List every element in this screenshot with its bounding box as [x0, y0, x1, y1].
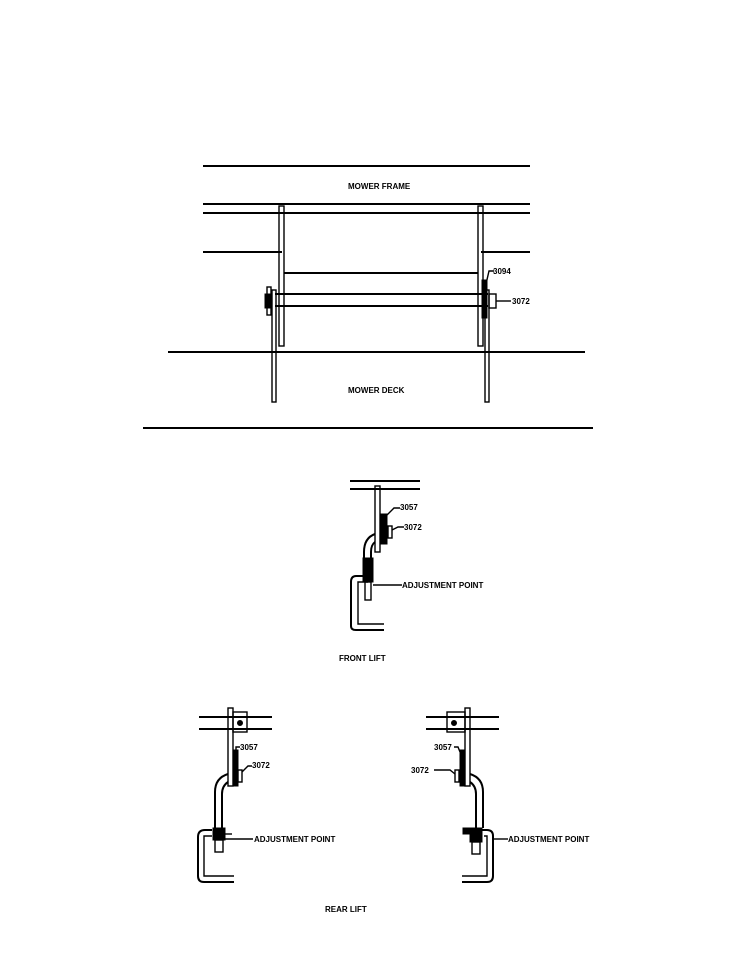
rear-right-spring-3057 [460, 750, 465, 786]
callout-3072-front: 3072 [404, 523, 422, 532]
mower-deck-label: MOWER DECK [348, 386, 405, 395]
mower-frame-label: MOWER FRAME [348, 182, 411, 191]
front-spring-3057 [381, 514, 387, 544]
callout-3072-rear-left: 3072 [252, 761, 270, 770]
front-adjust-thread [363, 558, 373, 582]
rear-lift-right-view: 3057 3072 ADJUSTMENT POINT [411, 708, 589, 882]
front-hook-bracket [351, 576, 384, 630]
rear-left-hook-inner [204, 836, 234, 876]
rear-left-adjust-thread [213, 828, 225, 840]
leader-3072-rear-right [434, 770, 455, 774]
adjustment-point-rear-left: ADJUSTMENT POINT [254, 835, 335, 844]
rear-right-nut-3072 [455, 770, 459, 782]
rear-right-hook-lip [463, 828, 469, 834]
rear-lift-caption: REAR LIFT [325, 905, 367, 914]
right-spring-3094 [482, 280, 487, 318]
front-adjust-bolt [365, 582, 371, 600]
adjustment-point-rear-right: ADJUSTMENT POINT [508, 835, 589, 844]
leader-3072-rear-left [242, 766, 252, 772]
callout-3072-top: 3072 [512, 297, 530, 306]
callout-3072-rear-right: 3072 [411, 766, 429, 775]
rear-right-pivot [452, 721, 457, 726]
right-frame-plate [478, 206, 483, 346]
leader-3072-front [392, 527, 404, 530]
left-frame-plate [279, 206, 284, 346]
adjustment-point-front: ADJUSTMENT POINT [402, 581, 483, 590]
rear-left-plate [228, 708, 233, 786]
callout-3057-rear-right: 3057 [434, 743, 452, 752]
leader-3057-front [386, 508, 400, 516]
left-lift-arm [272, 290, 276, 402]
callout-3057-rear-left: 3057 [240, 743, 258, 752]
callout-3057-front: 3057 [400, 503, 418, 512]
callout-3094: 3094 [493, 267, 511, 276]
rear-right-rod-inner [470, 782, 476, 828]
front-nut-3072 [388, 526, 392, 538]
rear-right-adjust-bolt [472, 842, 480, 854]
rear-left-spring-3057 [233, 750, 238, 786]
leader-3057-rear-right [454, 747, 460, 752]
right-nut-3072 [489, 294, 496, 308]
rear-right-plate [465, 708, 470, 786]
top-view: MOWER FRAME MOWER DECK 3094 3072 [143, 166, 593, 428]
rear-left-rod-inner [222, 782, 228, 828]
rear-left-nut-3072 [238, 770, 242, 782]
rear-lift-left-view: 3057 3072 ADJUSTMENT POINT [198, 708, 335, 882]
rear-left-adjust-bolt [215, 840, 223, 852]
front-lift-plate [375, 486, 380, 552]
rear-left-pivot [238, 721, 243, 726]
front-lift-caption: FRONT LIFT [339, 654, 386, 663]
front-lift-view: 3057 3072 ADJUSTMENT POINT FRONT LIFT [339, 481, 483, 663]
